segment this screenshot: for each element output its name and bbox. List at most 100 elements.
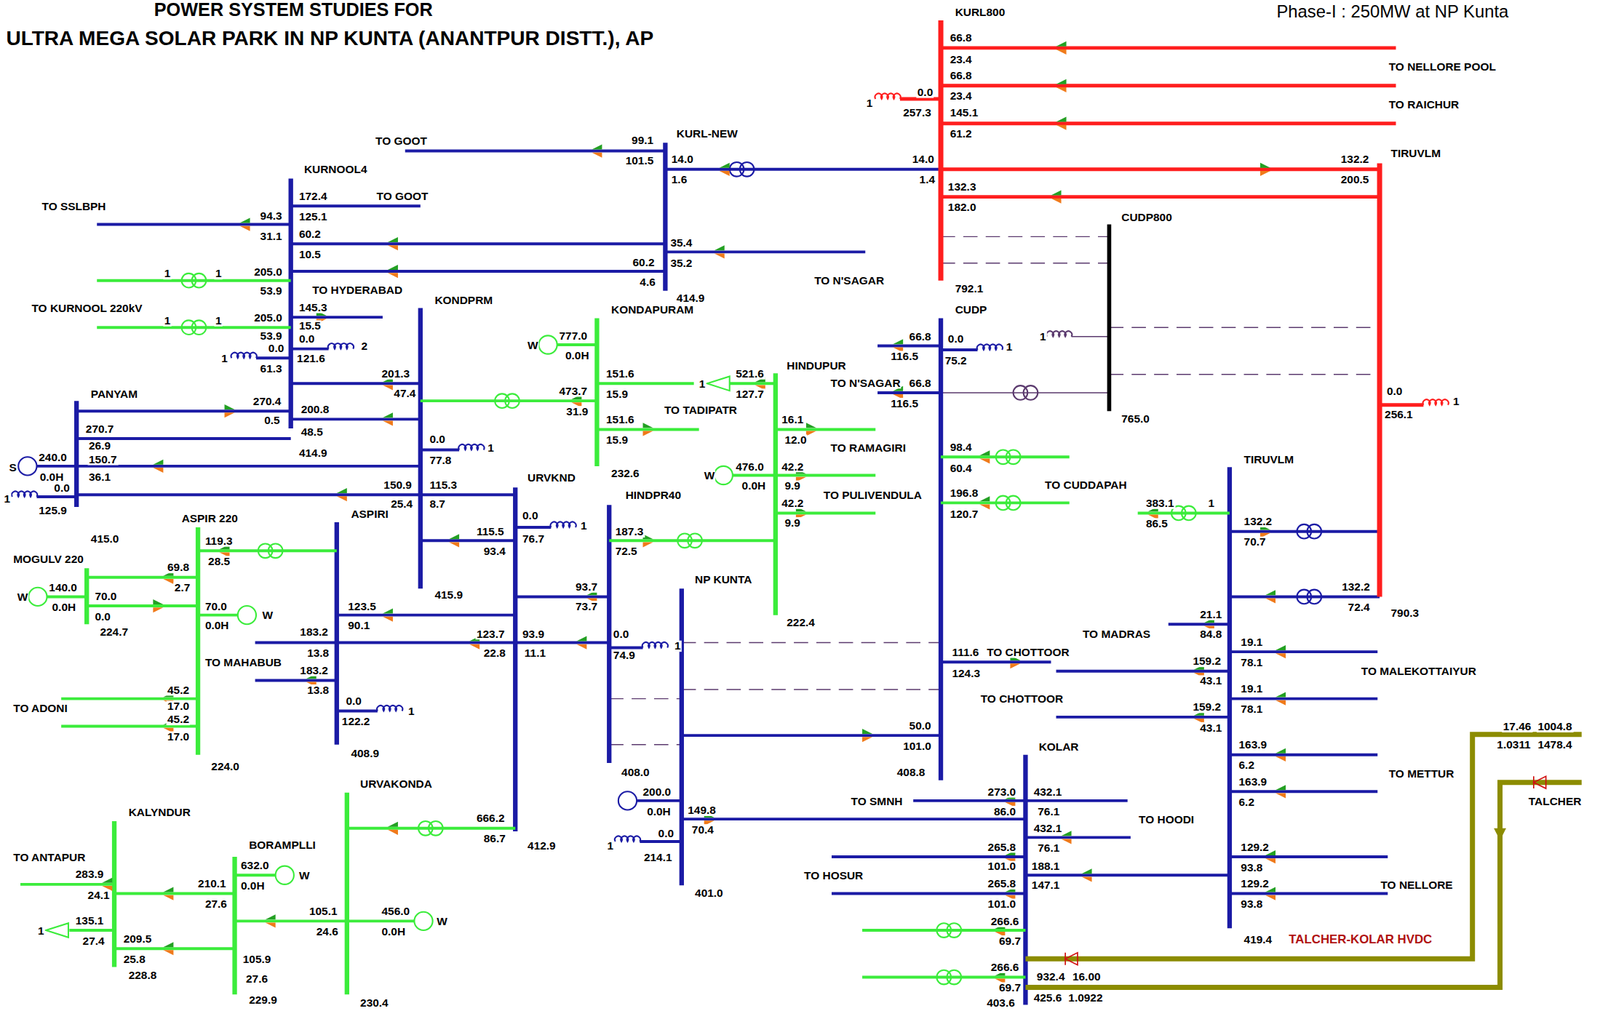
- flow-value: 43.1: [1199, 721, 1224, 733]
- label-anchor: TO ANTAPUR: [12, 851, 87, 863]
- bus-label: TO MAHABUB: [203, 656, 283, 668]
- label-anchor: 150.9: [382, 478, 413, 490]
- bus-label: TO GOOT: [374, 135, 429, 147]
- label-anchor: 415.0: [89, 533, 120, 545]
- flow-value: 0.0: [53, 482, 71, 494]
- label-anchor: 0.0H: [646, 805, 672, 817]
- label-anchor: 43.1: [1199, 675, 1224, 687]
- flow-value: 31.9: [565, 405, 590, 417]
- bus-bar: [1107, 224, 1112, 412]
- label-anchor: 222.4: [785, 617, 816, 628]
- label-anchor: 17.0: [166, 731, 191, 743]
- label-anchor: HINDUPUR: [785, 359, 847, 371]
- label-anchor: 28.5: [207, 555, 232, 567]
- label-anchor: 666.2: [475, 812, 506, 824]
- label-anchor: 76.1: [1036, 805, 1061, 817]
- flow-arrow: [101, 49, 1286, 985]
- flow-value: 69.7: [998, 934, 1023, 946]
- dashed-line: [609, 236, 1380, 745]
- flow-value: 0.0: [657, 828, 675, 839]
- label-anchor: 265.8: [986, 878, 1017, 890]
- label-anchor: 210.1: [197, 878, 228, 890]
- flow-value: 60.4: [948, 462, 973, 474]
- label-anchor: 414.9: [675, 292, 706, 304]
- symbol-layer: [11, 41, 1449, 986]
- flow-value: 9.9: [783, 516, 802, 528]
- flow-value: 1: [36, 924, 45, 936]
- label-anchor: 116.5: [889, 397, 920, 409]
- bus-label: TIRUVLM: [1242, 453, 1295, 465]
- bus-label: BORAMPLLI: [248, 838, 318, 850]
- bus-label: Phase-I : 250MW at NP Kunta: [1275, 2, 1510, 22]
- label-anchor: 105.1: [308, 905, 339, 917]
- bus-label: KONDAPURAM: [610, 303, 695, 315]
- flow-value: 129.2: [1239, 841, 1270, 853]
- bus-label: TO CHOTTOOR: [985, 646, 1071, 658]
- label-anchor: 163.9: [1237, 739, 1268, 751]
- label-anchor: 473.7: [558, 384, 588, 396]
- flow-value: 230.4: [359, 998, 390, 1010]
- flow-value: 17.0: [166, 700, 191, 712]
- bus-label: URVKND: [526, 472, 577, 484]
- flow-value: 93.8: [1239, 898, 1264, 910]
- label-anchor: 78.1: [1239, 656, 1264, 668]
- label-anchor: TO SMNH: [849, 795, 904, 807]
- flow-value: 200.0: [641, 786, 672, 798]
- label-anchor: KONDAPURAM: [610, 303, 695, 315]
- label-anchor: 66.8: [948, 32, 973, 43]
- bus-label: W: [16, 591, 29, 603]
- bus-label: TALCHER: [1527, 795, 1582, 807]
- flow-value: 1: [1004, 341, 1013, 353]
- flow-value: 183.2: [299, 665, 329, 676]
- generator-symbol: [28, 587, 47, 607]
- flow-value: 408.9: [349, 747, 380, 759]
- label-anchor: 123.7: [475, 627, 506, 639]
- label-anchor: 230.4: [359, 998, 390, 1010]
- flow-value: 9.9: [783, 480, 802, 492]
- diagram-title: ULTRA MEGA SOLAR PARK IN NP KUNTA (ANANT…: [5, 26, 655, 49]
- label-anchor: 22.8: [482, 647, 507, 659]
- label-anchor: 1: [697, 378, 706, 390]
- flow-value: 93.4: [482, 545, 507, 557]
- flow-value: 26.9: [88, 440, 113, 452]
- label-anchor: 232.6: [610, 467, 641, 479]
- label-anchor: 1: [2, 493, 11, 505]
- label-anchor: 0.0: [267, 342, 285, 354]
- label-anchor: TO MAHABUB: [203, 656, 283, 668]
- flow-value: 132.2: [1340, 581, 1371, 593]
- label-anchor: 45.2: [166, 683, 191, 695]
- label-anchor: HINDPR40: [624, 488, 682, 500]
- flow-value: 15.9: [605, 388, 630, 400]
- label-anchor: 1: [407, 705, 416, 717]
- label-anchor: 270.4: [251, 395, 282, 407]
- label-anchor: 31.1: [259, 229, 284, 241]
- flow-value: 0.0: [298, 333, 316, 345]
- label-anchor: 127.7: [734, 388, 765, 400]
- bus-label: CUDP800: [1120, 211, 1173, 223]
- flow-value: 777.0: [558, 330, 588, 342]
- label-anchor: 70.4: [690, 823, 715, 835]
- flow-value: 210.1: [197, 878, 228, 890]
- label-anchor: 140.0: [48, 582, 78, 593]
- reactor-symbol: [550, 522, 577, 528]
- flow-value: 414.9: [298, 447, 329, 459]
- flow-value: 1: [579, 520, 588, 532]
- bus-bar: [940, 20, 1380, 597]
- flow-value: 132.2: [1339, 153, 1370, 165]
- flow-value: 101.0: [986, 898, 1017, 910]
- label-anchor: 0.0H: [50, 601, 77, 613]
- label-anchor: 0.0: [298, 333, 316, 345]
- label-anchor: 1: [1452, 395, 1461, 407]
- label-anchor: 72.5: [614, 545, 639, 557]
- bus-label: TO NELLORE POOL: [1387, 60, 1497, 72]
- bus-label: TIRUVLM: [1389, 147, 1442, 159]
- flow-value: 456.0: [380, 905, 411, 917]
- bus-label: TO KURNOOL 220kV: [30, 302, 144, 314]
- label-anchor: TO NELLORE POOL: [1387, 60, 1497, 72]
- flow-value: 105.1: [308, 905, 339, 917]
- flow-value: 1004.8: [1536, 721, 1574, 732]
- flow-value: 0.0: [946, 333, 965, 345]
- label-anchor: 13.8: [306, 683, 331, 695]
- flow-value: 66.8: [908, 376, 933, 388]
- flow-value: 0.0H: [564, 349, 591, 361]
